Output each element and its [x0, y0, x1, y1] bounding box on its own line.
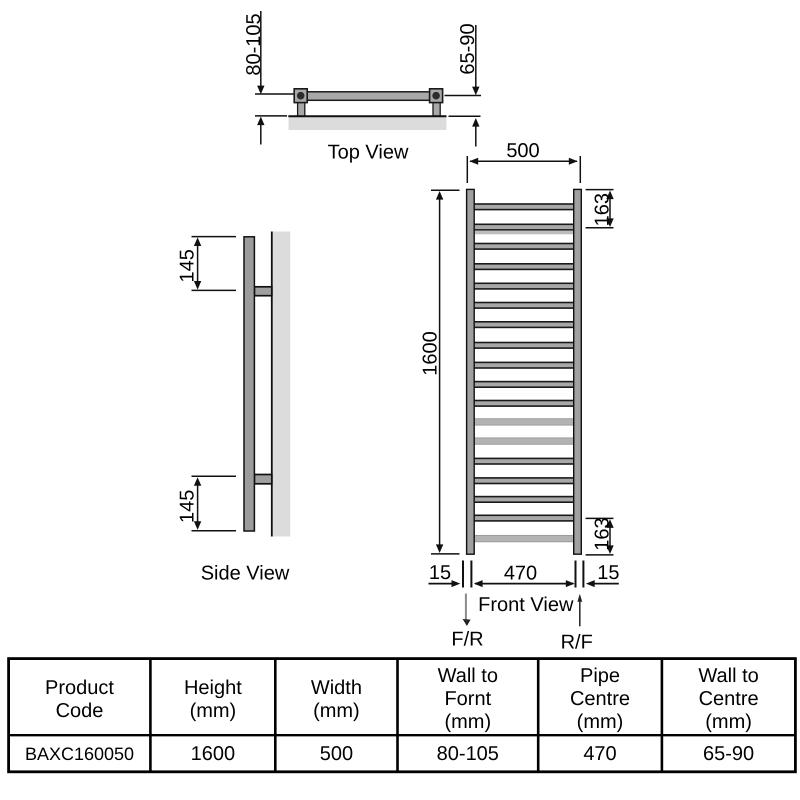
svg-text:163: 163 — [591, 193, 613, 226]
svg-text:80-105: 80-105 — [243, 13, 265, 75]
svg-text:(mm): (mm) — [705, 711, 752, 733]
svg-text:Width: Width — [311, 677, 362, 699]
svg-text:Pipe: Pipe — [580, 665, 620, 687]
svg-text:Wall to: Wall to — [438, 665, 498, 687]
svg-text:Wall to: Wall to — [698, 665, 758, 687]
svg-text:470: 470 — [504, 562, 537, 584]
svg-text:Centre: Centre — [699, 688, 759, 710]
svg-text:500: 500 — [506, 140, 539, 162]
svg-text:Height: Height — [184, 677, 242, 699]
svg-text:Fornt: Fornt — [444, 688, 491, 710]
svg-text:(mm): (mm) — [313, 700, 360, 722]
svg-text:145: 145 — [177, 249, 199, 282]
svg-text:65-90: 65-90 — [457, 23, 479, 74]
svg-text:(mm): (mm) — [444, 711, 491, 733]
svg-text:R/F: R/F — [561, 632, 593, 654]
svg-text:163: 163 — [591, 517, 613, 550]
svg-text:(mm): (mm) — [190, 700, 237, 722]
svg-text:500: 500 — [320, 743, 353, 765]
svg-text:Side View: Side View — [201, 563, 290, 585]
svg-text:(mm): (mm) — [577, 711, 624, 733]
svg-text:Front View: Front View — [478, 594, 574, 616]
svg-text:1600: 1600 — [420, 331, 442, 376]
svg-text:15: 15 — [429, 562, 451, 584]
svg-text:BAXC160050: BAXC160050 — [25, 744, 134, 764]
svg-text:Top View: Top View — [328, 141, 409, 163]
svg-text:Centre: Centre — [570, 688, 630, 710]
svg-text:Code: Code — [56, 700, 104, 722]
svg-text:80-105: 80-105 — [437, 743, 499, 765]
svg-text:470: 470 — [583, 743, 616, 765]
svg-text:F/R: F/R — [451, 628, 483, 650]
svg-text:1600: 1600 — [191, 743, 236, 765]
svg-text:65-90: 65-90 — [703, 743, 754, 765]
svg-text:Product: Product — [45, 677, 114, 699]
svg-text:145: 145 — [177, 490, 199, 523]
svg-text:15: 15 — [597, 562, 619, 584]
